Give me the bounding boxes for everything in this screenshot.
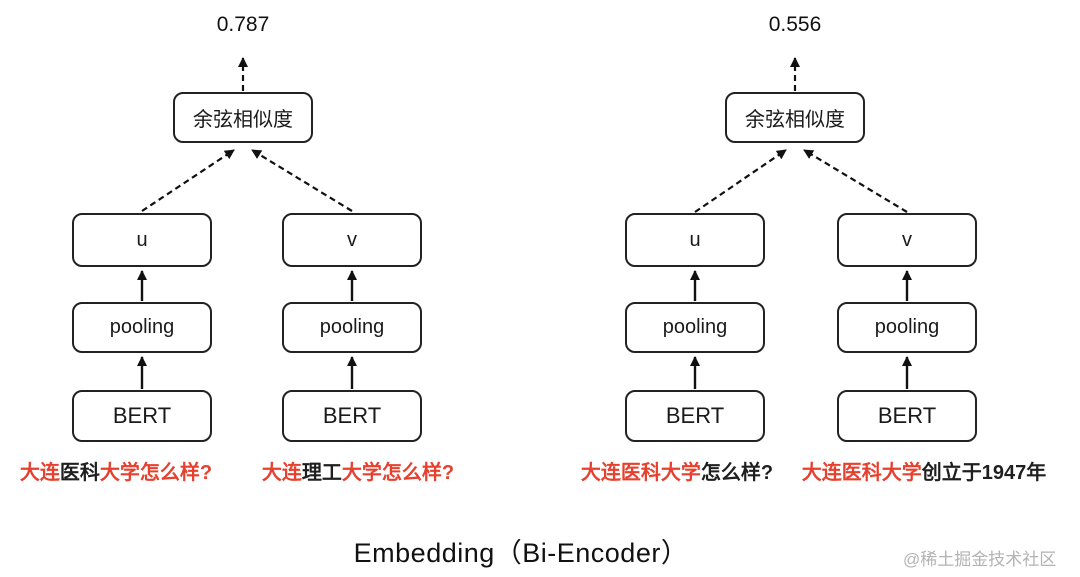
- input-text-segment: 医科: [59, 462, 100, 484]
- input-text-segment: 大连医科大学: [801, 462, 922, 484]
- similarity-score-left: 0.787: [216, 13, 270, 36]
- input-text-segment: 大连医科大学: [580, 462, 701, 484]
- vector-v-label: v: [902, 228, 912, 251]
- vector-u-box-left: u: [72, 213, 212, 267]
- pooling-label: pooling: [109, 316, 175, 338]
- input-text-segment: 大学怎么样?: [341, 462, 455, 484]
- pooling-label: pooling: [319, 316, 385, 338]
- pooling-box-right-v: pooling: [837, 302, 977, 353]
- dashed-arrow-u-to-similarity-left: [141, 149, 235, 212]
- bert-label: BERT: [665, 403, 725, 428]
- input-text-segment: 创立于1947年: [921, 462, 1047, 484]
- similarity-score-right: 0.556: [768, 13, 822, 36]
- pooling-box-left-v: pooling: [282, 302, 422, 353]
- vector-u-box-right: u: [625, 213, 765, 267]
- input-sentence-right-v: 大连医科大学创立于1947年: [802, 456, 1047, 485]
- dashed-arrow-u-to-similarity-right: [694, 149, 787, 213]
- bert-label: BERT: [322, 403, 382, 428]
- vector-v-box-right: v: [837, 213, 977, 267]
- input-text-segment: 怎么样?: [700, 462, 774, 484]
- bert-box-right-v: BERT: [837, 390, 977, 442]
- bert-label: BERT: [112, 403, 172, 428]
- input-text-segment: 理工: [301, 462, 342, 484]
- pooling-box-left-u: pooling: [72, 302, 212, 353]
- vector-u-label: u: [136, 228, 148, 251]
- diagram-caption: Embedding（Bi-Encoder）: [353, 538, 689, 568]
- vector-u-label: u: [689, 228, 701, 251]
- dashed-arrow-v-to-similarity-left: [251, 149, 353, 212]
- cosine-similarity-box-left: 余弦相似度: [173, 92, 313, 143]
- input-text-segment: 大连: [19, 462, 60, 484]
- bert-box-right-u: BERT: [625, 390, 765, 442]
- bert-box-left-v: BERT: [282, 390, 422, 442]
- pooling-label: pooling: [874, 316, 940, 338]
- bert-label: BERT: [877, 403, 937, 428]
- cosine-similarity-box-right: 余弦相似度: [725, 92, 865, 143]
- watermark: @稀土掘金技术社区: [903, 550, 1057, 569]
- pooling-box-right-u: pooling: [625, 302, 765, 353]
- input-sentence-left-u: 大连医科大学怎么样?: [20, 456, 212, 485]
- input-sentence-right-u: 大连医科大学怎么样?: [581, 456, 773, 485]
- vector-v-box-left: v: [282, 213, 422, 267]
- cosine-similarity-label: 余弦相似度: [745, 109, 845, 131]
- bert-box-left-u: BERT: [72, 390, 212, 442]
- cosine-similarity-label: 余弦相似度: [193, 109, 293, 131]
- input-text-segment: 大学怎么样?: [99, 462, 213, 484]
- pooling-label: pooling: [662, 316, 728, 338]
- input-text-segment: 大连: [261, 462, 302, 484]
- input-sentence-left-v: 大连理工大学怎么样?: [262, 456, 454, 485]
- vector-v-label: v: [347, 228, 357, 251]
- dashed-arrow-v-to-similarity-right: [803, 149, 908, 213]
